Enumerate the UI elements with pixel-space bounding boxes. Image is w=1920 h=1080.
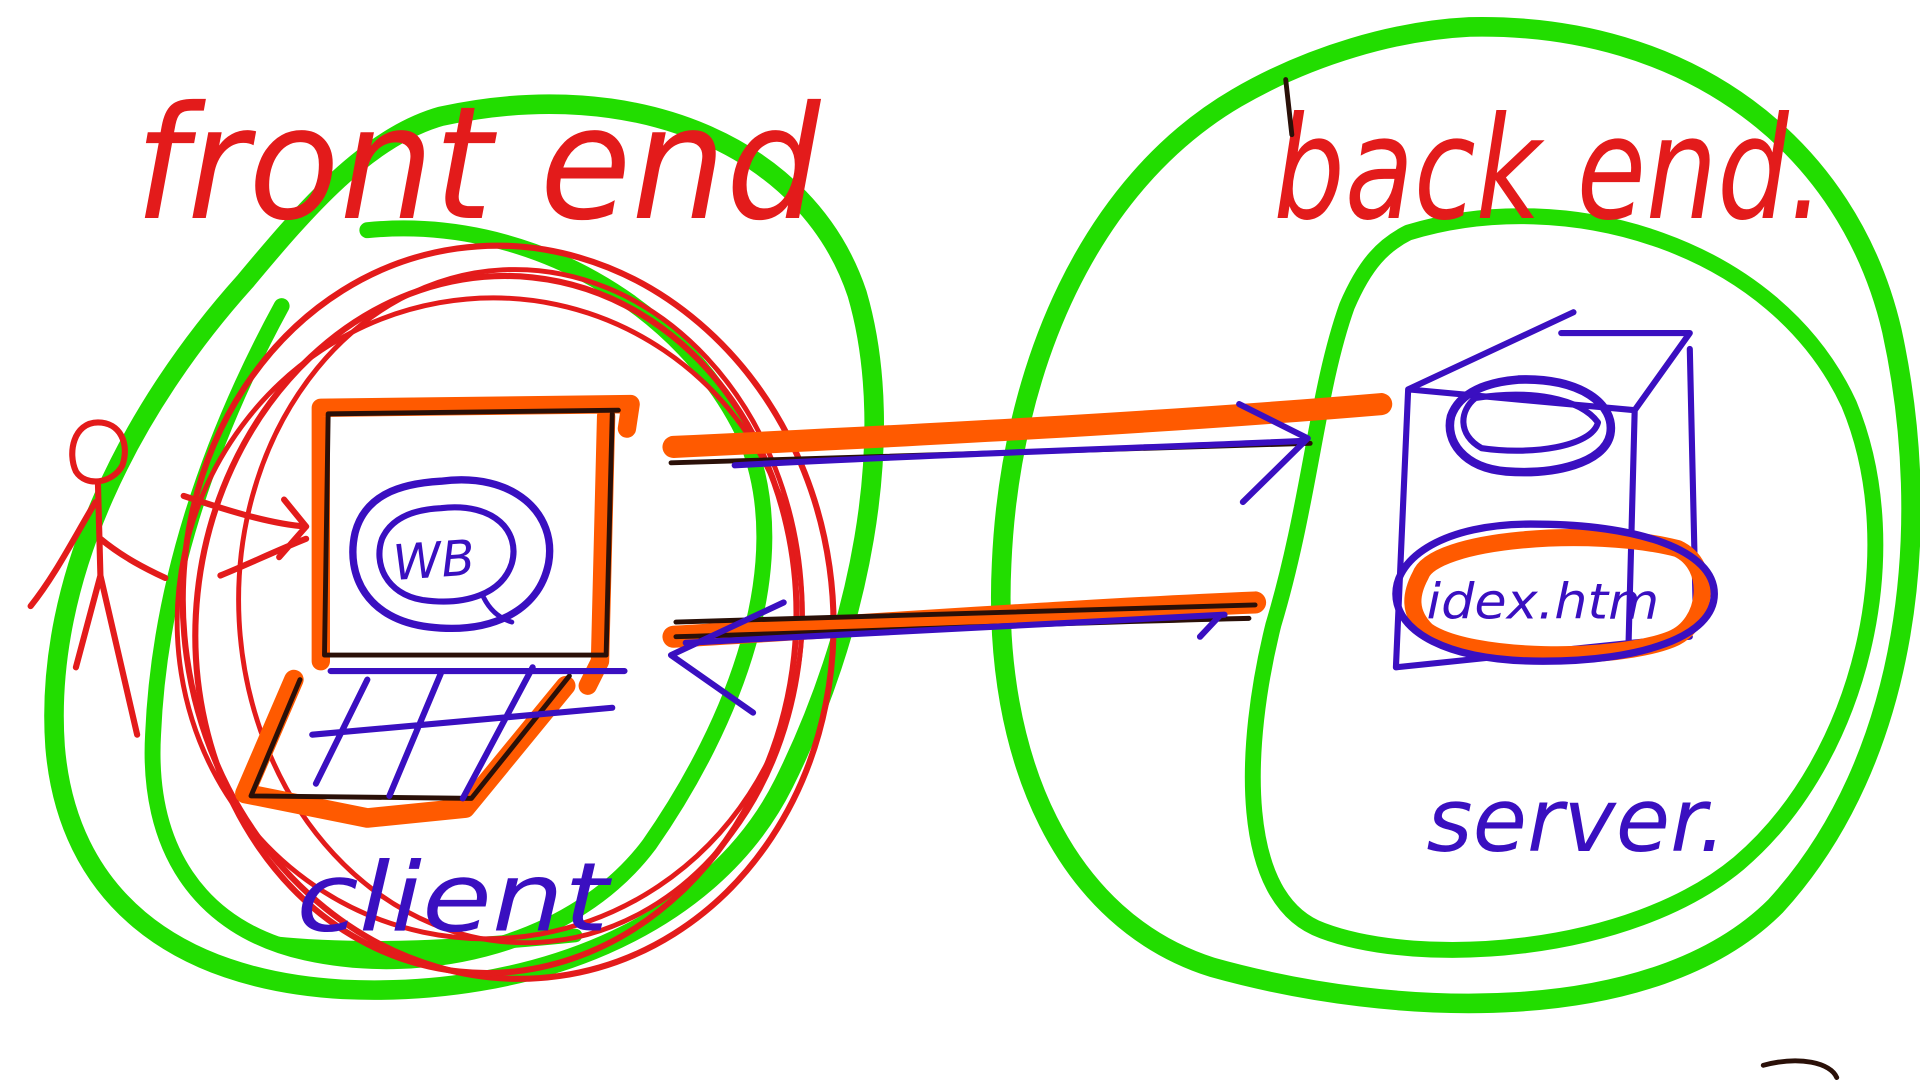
frontend-boundary: [44, 94, 884, 1000]
backend-boundary: [991, 17, 1920, 1014]
back-end-title: back end.: [1273, 87, 1824, 252]
request-arrow-icon: [662, 393, 1393, 506]
response-arrow-icon: [662, 591, 1267, 716]
index-file-label: idex.htm: [1427, 573, 1660, 630]
index-file-icon: idex.htm: [1392, 520, 1718, 665]
stick-figure-user-icon: [27, 419, 310, 738]
front-end-title: front end: [135, 73, 822, 255]
server-box-icon: [1392, 309, 1699, 671]
laptop-icon: [235, 394, 640, 828]
client-highlight-circles: [174, 242, 837, 982]
server-label: server.: [1427, 769, 1727, 872]
web-browser-icon: WB: [349, 476, 554, 632]
web-browser-label: WB: [391, 529, 477, 592]
client-label: client: [296, 842, 612, 954]
stray-ink-marks: [1283, 77, 1840, 1080]
